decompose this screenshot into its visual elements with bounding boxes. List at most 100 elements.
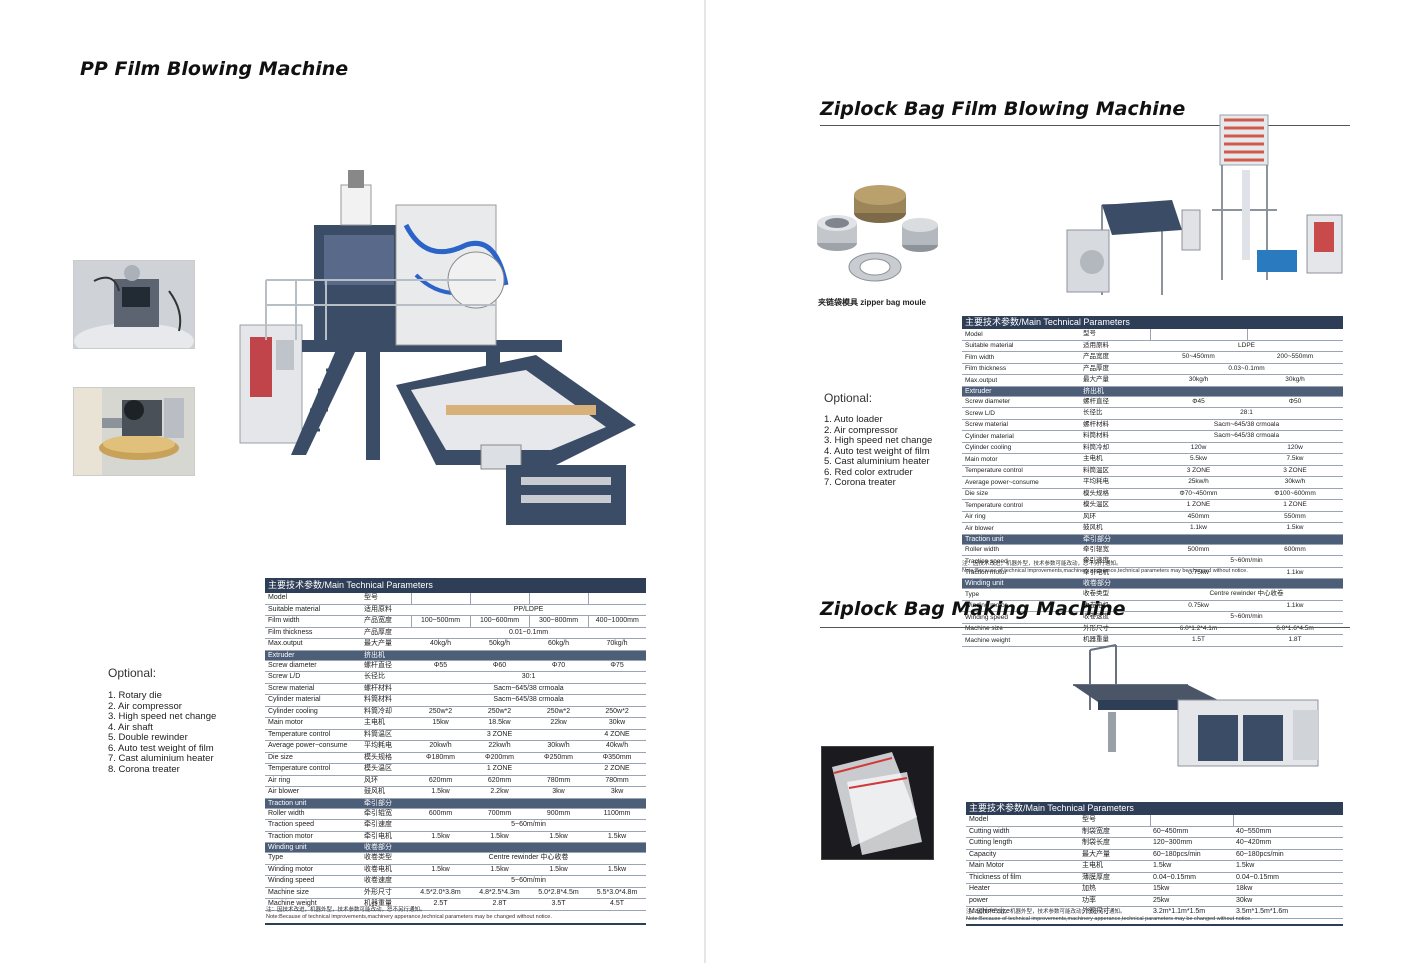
note-cn: 注：因技术改进，机器外型，技术参数可能改动，恕不另行通知。 bbox=[966, 909, 1126, 915]
zipper-mould-caption: 夹链袋模具 zipper bag moule bbox=[818, 298, 927, 307]
page-fold bbox=[704, 0, 706, 963]
ziplock-bag-heading: Ziplock Bag Making Machine bbox=[820, 598, 1126, 620]
ziplock-film-machine-photo bbox=[1062, 110, 1350, 300]
pp-note: 注：因技术改进，机器外型，技术参数可能改动，恕不另行通知。 Note:Becau… bbox=[266, 907, 647, 920]
list-item: 2. Air compressor bbox=[824, 424, 898, 436]
note-cn: 注：因技术改进，机器外型，技术参数可能改动，恕不另行通知。 bbox=[962, 561, 1122, 567]
list-item: 1. Auto loader bbox=[824, 414, 883, 425]
pp-optional-list: 1. Rotary die 2. Air compressor 3. High … bbox=[108, 690, 217, 775]
list-item: 6. Auto test weight of film bbox=[108, 742, 214, 754]
list-item: 7. Corona treater bbox=[824, 477, 896, 488]
table-title: 主要技术参数/Main Technical Parameters bbox=[962, 316, 1344, 329]
list-item: 7. Cast aluminium heater bbox=[108, 753, 214, 764]
list-item: 1. Rotary die bbox=[108, 690, 162, 701]
list-item: 6. Red color extruder bbox=[824, 466, 913, 478]
note-cn: 注：因技术改进，机器外型，技术参数可能改动，恕不另行通知。 bbox=[266, 907, 426, 913]
ziplock-optional-list: 1. Auto loader 2. Air compressor 3. High… bbox=[824, 414, 933, 489]
ziplock-bags-photo bbox=[821, 746, 934, 860]
list-item: 3. High speed net change bbox=[824, 435, 933, 446]
air-shaft-photo bbox=[73, 260, 195, 359]
list-item: 5. Cast aluminium heater bbox=[824, 456, 930, 467]
list-item: 5. Double rewinder bbox=[108, 732, 188, 743]
bag-making-note: 注：因技术改进，机器外型，技术参数可能改动，恕不另行通知。 Note:Becau… bbox=[966, 909, 1347, 922]
table-title: 主要技术参数/Main Technical Parameters bbox=[265, 578, 647, 593]
zipper-mould-photo bbox=[815, 185, 940, 293]
pp-optional-title: Optional: bbox=[108, 666, 157, 680]
list-item: 8. Corona treater bbox=[108, 763, 180, 775]
pp-heading: PP Film Blowing Machine bbox=[80, 58, 349, 80]
pp-machine-photo bbox=[236, 165, 658, 545]
bag-making-bottom-rule bbox=[966, 924, 1343, 926]
heading-rule bbox=[820, 627, 1350, 628]
note-en: Note:Because of technical improvements,m… bbox=[966, 915, 1252, 922]
pp-bottom-rule bbox=[265, 923, 646, 925]
ziplock-film-heading: Ziplock Bag Film Blowing Machine bbox=[820, 98, 1186, 120]
list-item: 3. High speed net change bbox=[108, 711, 217, 722]
table-title: 主要技术参数/Main Technical Parameters bbox=[966, 802, 1344, 815]
heading-rule bbox=[820, 125, 1350, 126]
ziplock-optional-title: Optional: bbox=[824, 391, 873, 405]
note-en: Note:Because of technical improvements,m… bbox=[962, 567, 1248, 574]
ziplock-film-note: 注：因技术改进，机器外型，技术参数可能改动，恕不另行通知。 Note:Becau… bbox=[962, 561, 1343, 574]
